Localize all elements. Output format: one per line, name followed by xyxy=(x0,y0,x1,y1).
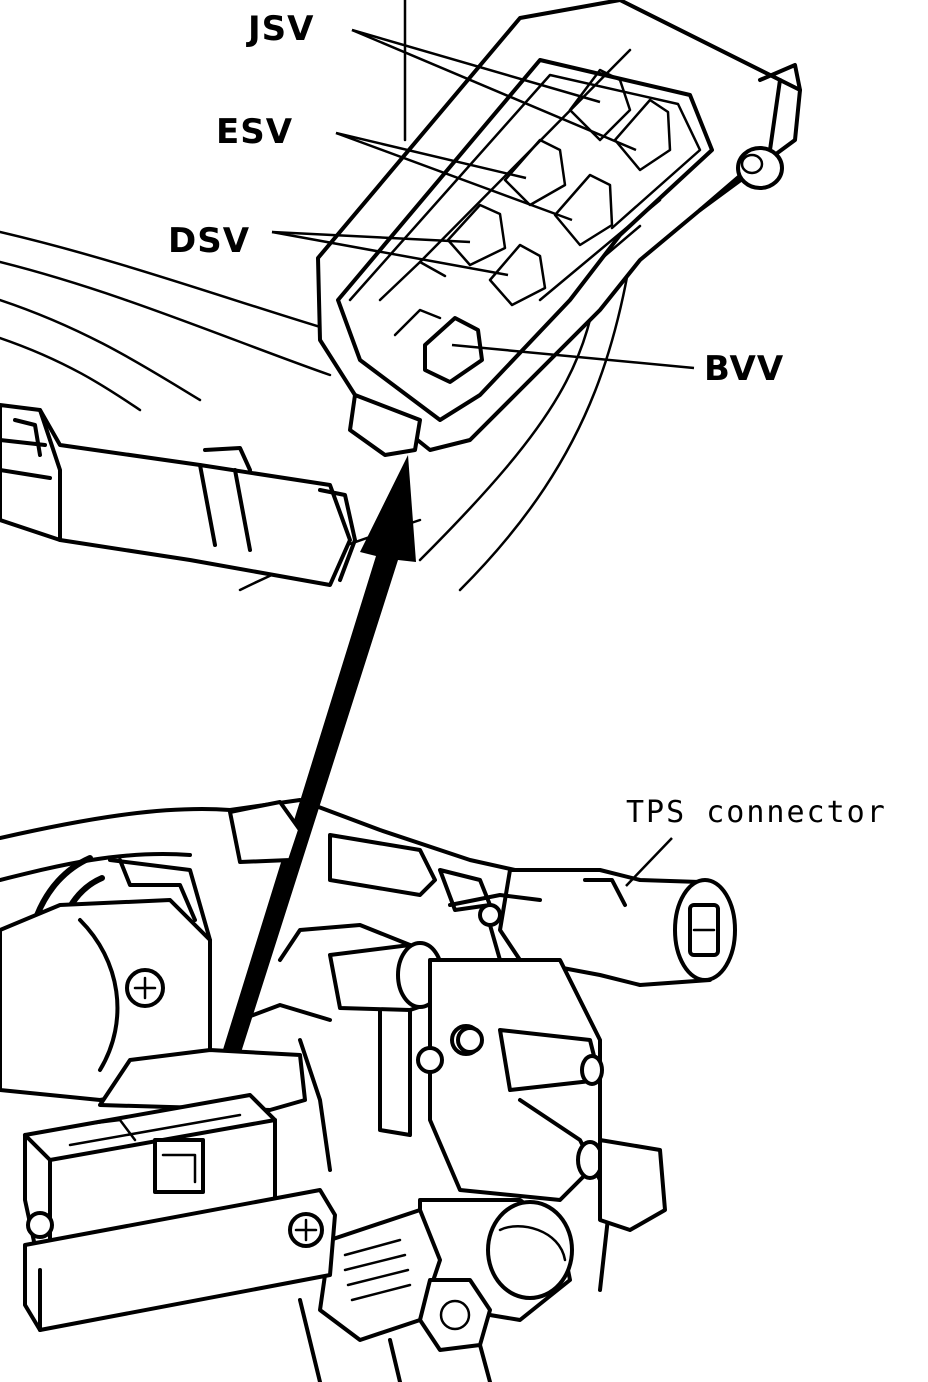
label-esv: ESV xyxy=(216,112,293,152)
harness-plug xyxy=(0,403,357,587)
vsv-connector-housing xyxy=(316,0,802,457)
carburetor-assembly: TPS connector xyxy=(0,795,887,1382)
label-tps-connector: TPS connector xyxy=(626,795,887,830)
label-bvv: BVV xyxy=(704,349,784,389)
tps-connector xyxy=(448,868,737,987)
label-dsv: DSV xyxy=(168,221,250,261)
lower-vsv-connector xyxy=(23,1048,337,1332)
arrow-pointer xyxy=(212,455,416,1087)
leader-lines xyxy=(271,28,695,370)
connector-detail-view: JSV ESV DSV BVV xyxy=(0,0,802,592)
label-jsv: JSV xyxy=(246,9,314,49)
